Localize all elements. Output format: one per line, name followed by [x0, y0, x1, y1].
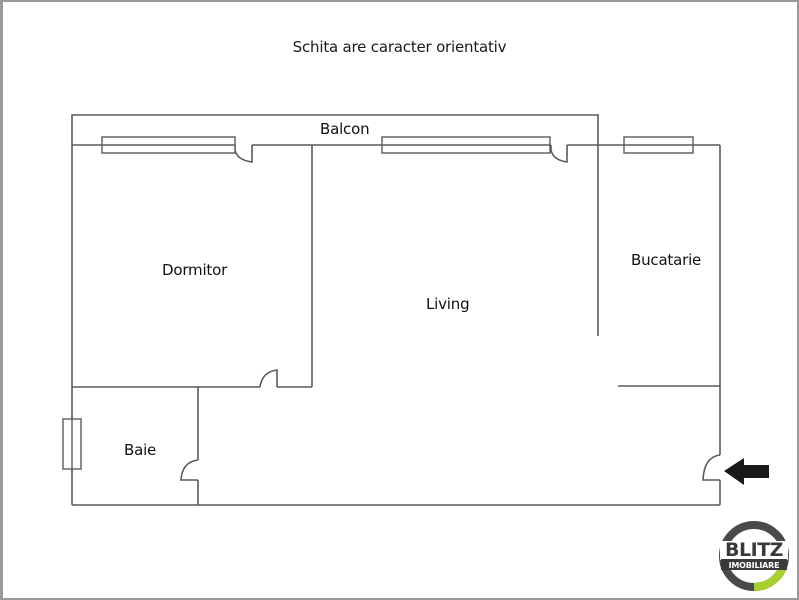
frame-border-bottom [0, 598, 799, 600]
frame-border-right [797, 0, 799, 600]
arrow-left-icon [724, 458, 769, 485]
blitz-imobiliare-logo: BLITZ IMOBILIARE [717, 519, 791, 593]
logo-ring-icon [719, 521, 789, 591]
frame-border-top [0, 0, 799, 2]
room-label-balcon: Balcon [320, 120, 370, 138]
balcony-outline [71, 114, 599, 145]
room-label-bucatarie: Bucatarie [631, 251, 702, 269]
logo-text-imobiliare: IMOBILIARE [728, 561, 780, 570]
room-label-baie: Baie [124, 441, 157, 459]
logo-text-blitz: BLITZ [725, 539, 783, 561]
plan-disclaimer-title: Schita are caracter orientativ [292, 38, 507, 56]
room-label-dormitor: Dormitor [162, 261, 228, 279]
frame-border-left [0, 0, 3, 600]
room-label-living: Living [426, 295, 470, 313]
